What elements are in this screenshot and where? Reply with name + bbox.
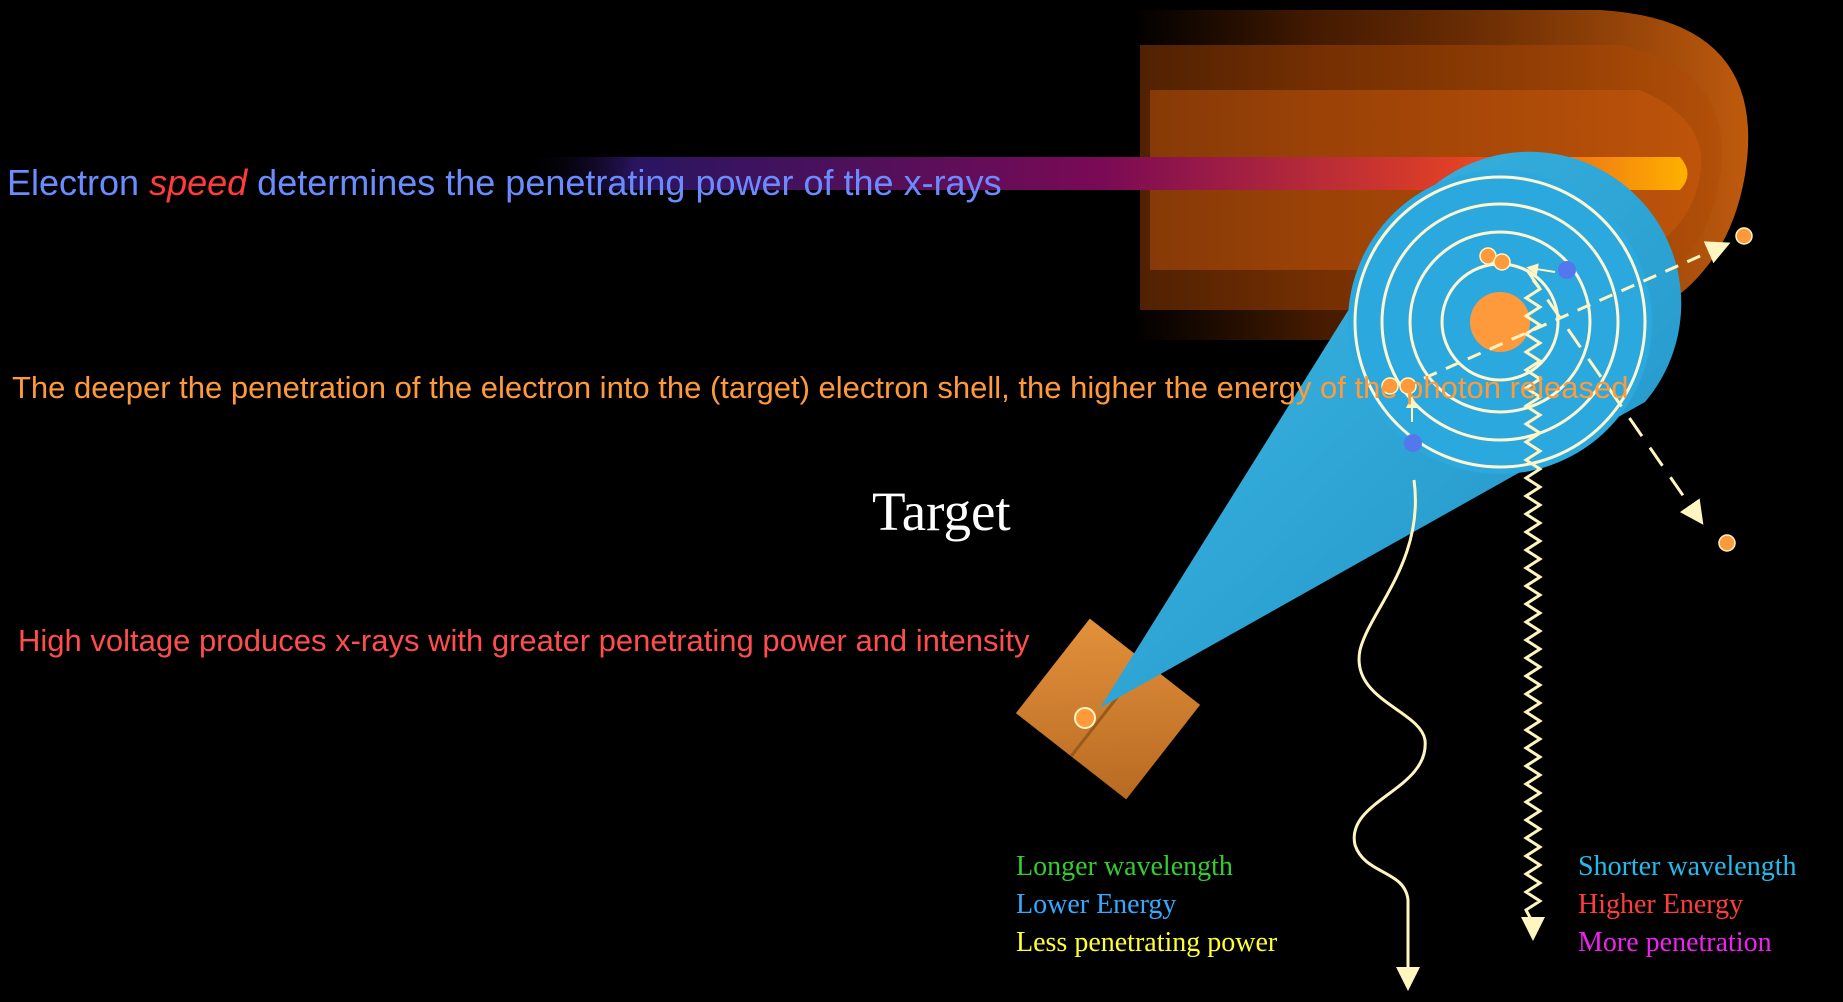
higher-energy-label: Higher Energy: [1578, 889, 1744, 920]
electrons: [1074, 227, 1753, 729]
electron-transition-arrow: [1526, 263, 1556, 276]
electron-shell: [1408, 230, 1592, 414]
penetration-text: The deeper the penetration of the electr…: [12, 370, 1629, 405]
lower-energy-label: Lower Energy: [1016, 889, 1177, 920]
penetration-paragraph: The deeper the penetration of the electr…: [12, 366, 1629, 411]
target-label: Target: [872, 481, 1011, 542]
ejected-electron: [1735, 227, 1753, 245]
electron-shell: [1380, 202, 1620, 442]
voltage-text: High voltage produces x-rays with greate…: [18, 623, 1030, 658]
long-wavelength-photon: [1352, 479, 1427, 991]
atom: [1348, 170, 1652, 474]
ejected-electron: [1718, 534, 1736, 552]
heading-end: determines the penetrating power of the …: [247, 162, 1002, 203]
electron-shell: [1353, 175, 1647, 469]
shell-electron: [1493, 253, 1511, 271]
scatter-path-dashed: [1525, 269, 1704, 525]
incoming-electron: [1404, 434, 1422, 452]
short-wavelength-photon: [1521, 279, 1545, 941]
electron-beam: [520, 157, 1688, 190]
incoming-electron: [1558, 261, 1576, 279]
scatter-path-dashed: [1401, 241, 1731, 390]
long-wavelength-label: Longer wavelength: [1016, 851, 1233, 882]
voltage-paragraph: High voltage produces x-rays with greate…: [18, 619, 1030, 664]
less-penetration-label: Less penetrating power: [1016, 927, 1278, 958]
long-wavelength-properties: Longer wavelength Lower Energy Less pene…: [1016, 848, 1277, 962]
short-wavelength-properties: Shorter wavelength Higher Energy More pe…: [1578, 848, 1797, 962]
heading-emphasis: speed: [149, 162, 248, 203]
source-electron: [1074, 707, 1096, 729]
shell-electron: [1399, 377, 1417, 395]
short-wavelength-label: Shorter wavelength: [1578, 851, 1797, 882]
shell-electron: [1381, 377, 1399, 395]
heading: Electron speed determines the penetratin…: [7, 160, 1002, 207]
heading-start: Electron: [7, 162, 150, 203]
more-penetration-label: More penetration: [1578, 927, 1772, 958]
